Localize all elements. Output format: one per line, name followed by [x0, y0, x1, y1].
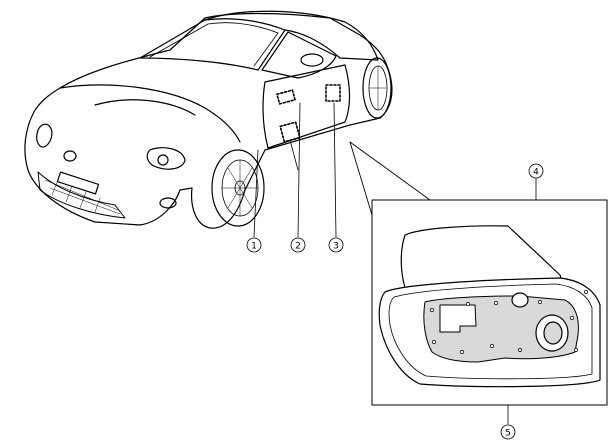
- license-plate: [56, 171, 100, 195]
- front-grille: [37, 171, 126, 219]
- headlight-left: [36, 123, 53, 148]
- callout-1: 1: [246, 237, 262, 253]
- rear-wheel: [362, 57, 392, 119]
- panel-cutout: [439, 304, 477, 333]
- hood-line: [59, 84, 241, 143]
- location-mark-2-lower: [279, 121, 301, 143]
- hood-crease: [94, 99, 196, 116]
- speaker-cone: [543, 321, 563, 345]
- side-mirror: [300, 53, 324, 67]
- detail-pointer: [349, 141, 431, 216]
- car-illustration: [24, 10, 393, 229]
- windshield: [139, 18, 286, 71]
- headlight-right: [146, 147, 186, 170]
- headlight-right-lens: [157, 154, 169, 166]
- door-shell-inner: [388, 283, 593, 380]
- car-body-outline: [24, 12, 393, 229]
- door-window-glass: [400, 225, 566, 291]
- callout-5: 5: [500, 424, 516, 440]
- soft-top: [204, 10, 379, 61]
- callout-4-label: 4: [533, 168, 539, 178]
- door-inner-panel: [378, 225, 601, 388]
- callout-5-label: 5: [505, 429, 511, 439]
- callout-2-label: 2: [295, 242, 301, 252]
- location-mark-2-upper: [276, 89, 296, 105]
- front-wheel: [211, 149, 265, 227]
- callout-2: 2: [290, 237, 306, 253]
- mounting-holes: [430, 290, 588, 354]
- callout-4: 4: [528, 163, 544, 179]
- location-mark-3: [325, 84, 341, 102]
- grille-mesh: [44, 179, 121, 215]
- service-hole-grommet: [511, 292, 529, 308]
- callout-1-label: 1: [251, 242, 257, 252]
- fog-light: [159, 197, 177, 209]
- side-window: [261, 31, 337, 79]
- callout-3: 3: [328, 237, 344, 253]
- emblem: [63, 150, 77, 162]
- door-outline: [262, 64, 351, 149]
- windshield-inner: [149, 22, 279, 67]
- callout-3-label: 3: [333, 242, 339, 252]
